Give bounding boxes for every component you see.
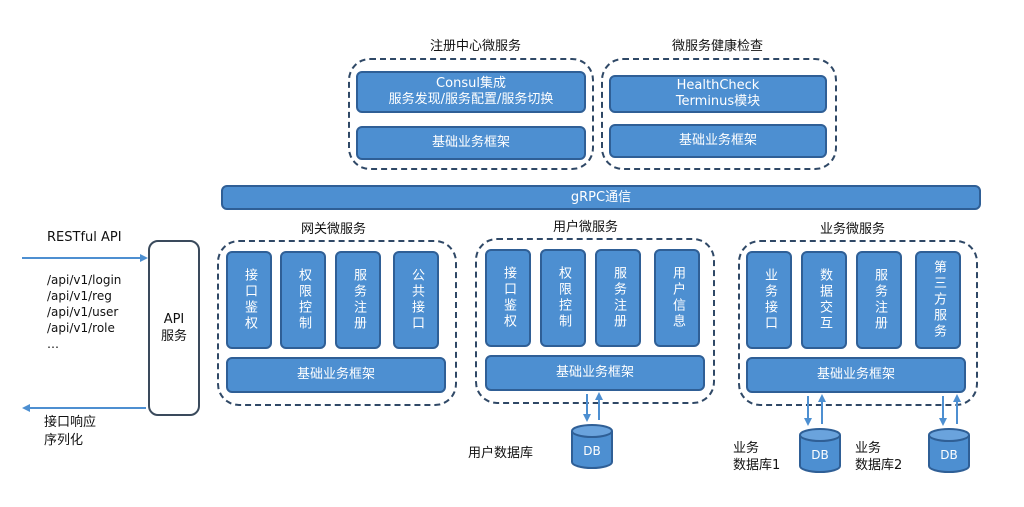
consul-line2: 服务发现/服务配置/服务切换 xyxy=(388,92,554,107)
business-module-data: 数据交互 xyxy=(801,251,847,349)
health-base: 基础业务框架 xyxy=(609,124,827,158)
gateway-service-title: 网关微服务 xyxy=(301,222,367,237)
user-module-permission: 权限控制 xyxy=(540,249,586,347)
registry-title: 注册中心微服务 xyxy=(430,39,522,54)
business-db2-label: 业务 数据库2 xyxy=(855,440,902,474)
healthcheck-line1: HealthCheck xyxy=(676,78,760,93)
health-title: 微服务健康检查 xyxy=(672,39,764,54)
gateway-module-auth: 接口鉴权 xyxy=(226,251,272,349)
business-module-register: 服务注册 xyxy=(856,251,902,349)
business-base: 基础业务框架 xyxy=(746,357,966,393)
gateway-module-register: 服务注册 xyxy=(335,251,381,349)
registry-group xyxy=(348,58,594,170)
business-db2-cylinder: DB xyxy=(928,428,970,473)
business-service-title: 业务微服务 xyxy=(820,222,886,237)
business-db1-label: 业务 数据库1 xyxy=(733,440,780,474)
route-item: /api/v1/role xyxy=(47,321,115,335)
response-label: 接口响应 序列化 xyxy=(44,414,96,450)
response-label-line1: 接口响应 xyxy=(44,415,97,430)
user-module-auth: 接口鉴权 xyxy=(485,249,531,347)
api-box-line2: 服务 xyxy=(160,329,187,344)
user-db-text: DB xyxy=(583,444,600,458)
user-service-group xyxy=(475,238,715,404)
route-item: /api/v1/reg xyxy=(47,289,112,303)
route-list: /api/v1/login /api/v1/reg /api/v1/user /… xyxy=(47,272,121,352)
consul-line1: Consul集成 xyxy=(436,76,506,91)
registry-base: 基础业务框架 xyxy=(356,126,586,160)
user-base: 基础业务框架 xyxy=(485,355,705,391)
healthcheck-box: HealthCheck Terminus模块 xyxy=(609,75,827,113)
gateway-base: 基础业务框架 xyxy=(226,357,446,393)
business-module-interface: 业务接口 xyxy=(746,251,792,349)
restful-label: RESTful API xyxy=(47,230,122,245)
user-db-label: 用户数据库 xyxy=(468,446,534,461)
business-module-thirdparty: 第三方服务 xyxy=(915,251,961,349)
user-service-title: 用户微服务 xyxy=(553,220,619,235)
gateway-module-public: 公共接口 xyxy=(393,251,439,349)
business-db1-cylinder: DB xyxy=(799,428,841,473)
api-box-line1: API xyxy=(163,312,185,327)
business-db1-text: DB xyxy=(811,448,828,462)
business-db2-label-line1: 业务 xyxy=(855,441,882,456)
user-module-info: 用户信息 xyxy=(654,249,700,347)
grpc-bar: gRPC通信 xyxy=(221,185,981,210)
business-db1-label-line2: 数据库1 xyxy=(733,458,781,473)
health-group xyxy=(601,58,837,170)
gateway-service-group xyxy=(217,240,457,406)
route-item: /api/v1/login xyxy=(47,273,122,287)
business-service-group xyxy=(738,240,978,406)
api-service-box: API 服务 xyxy=(148,240,200,416)
gateway-module-permission: 权限控制 xyxy=(280,251,326,349)
consul-box: Consul集成 服务发现/服务配置/服务切换 xyxy=(356,71,586,113)
business-db1-label-line1: 业务 xyxy=(733,441,760,456)
route-item: … xyxy=(47,337,59,351)
response-label-line2: 序列化 xyxy=(44,433,84,448)
route-item: /api/v1/user xyxy=(47,305,119,319)
business-db2-label-line2: 数据库2 xyxy=(855,458,903,473)
user-db-cylinder: DB xyxy=(571,424,613,469)
healthcheck-line2: Terminus模块 xyxy=(675,94,761,109)
business-db2-text: DB xyxy=(940,448,957,462)
user-module-register: 服务注册 xyxy=(595,249,641,347)
